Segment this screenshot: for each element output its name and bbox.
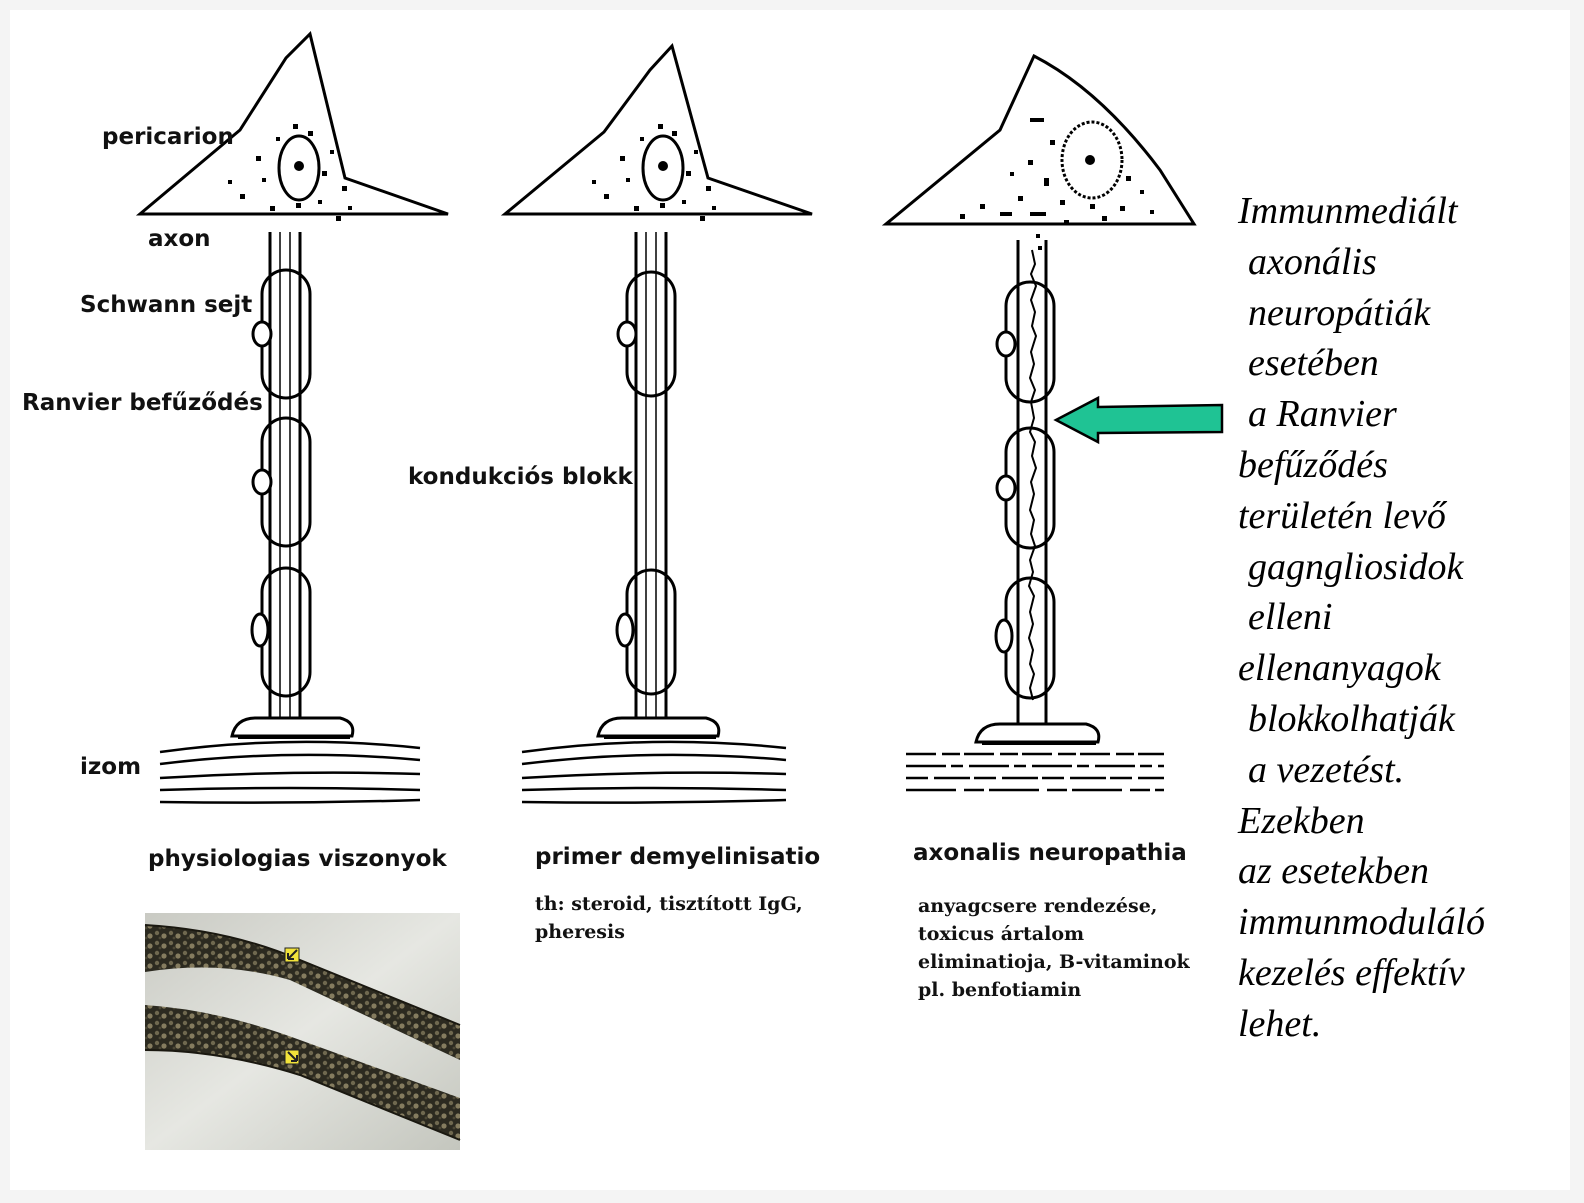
- therapy-demyelination: th: steroid, tisztított IgG, pheresis: [535, 890, 803, 946]
- label-pericarion: pericarion: [102, 124, 234, 150]
- explanation-line: lehet.: [1238, 999, 1558, 1050]
- caption-physiologic: physiologias viszonyok: [148, 846, 447, 872]
- explanation-line: befűződés: [1238, 440, 1558, 491]
- therapy-line: pheresis: [535, 918, 803, 946]
- arrow-icon: [1056, 398, 1222, 442]
- explanation-line: blokkolhatják: [1238, 694, 1558, 745]
- explanation-line: a vezetést.: [1238, 745, 1558, 796]
- therapy-axonal: anyagcsere rendezése, toxicus ártalom el…: [918, 892, 1190, 1004]
- explanation-line: kezelés effektív: [1238, 948, 1558, 999]
- explanation-line: az esetekben: [1238, 846, 1558, 897]
- therapy-line: pl. benfotiamin: [918, 976, 1190, 1004]
- label-axon: axon: [148, 226, 211, 252]
- caption-axonal: axonalis neuropathia: [913, 840, 1187, 866]
- neuron-demyelinated: [505, 46, 812, 803]
- label-schwann: Schwann sejt: [80, 292, 252, 318]
- caption-demyelination: primer demyelinisatio: [535, 844, 820, 870]
- explanation-line: esetében: [1238, 338, 1558, 389]
- explanation-line: axonális: [1238, 237, 1558, 288]
- nerve-fiber-micrograph: [145, 913, 460, 1150]
- explanation-line: Ezekben: [1238, 796, 1558, 847]
- therapy-line: th: steroid, tisztított IgG,: [535, 890, 803, 918]
- therapy-line: anyagcsere rendezése,: [918, 892, 1190, 920]
- label-izom: izom: [80, 754, 141, 780]
- explanation-line: Immunmediált: [1238, 186, 1558, 237]
- label-conduction-block: kondukciós blokk: [408, 464, 633, 490]
- explanation-line: neuropátiák: [1238, 288, 1558, 339]
- explanation-line: immunmoduláló: [1238, 897, 1558, 948]
- explanation-line: ellenanyagok: [1238, 643, 1558, 694]
- explanation-line: területén levő: [1238, 491, 1558, 542]
- explanation-line: gagngliosidok: [1238, 542, 1558, 593]
- therapy-line: eliminatioja, B-vitaminok: [918, 948, 1190, 976]
- label-ranvier: Ranvier befűződés: [22, 390, 263, 416]
- explanation-line: a Ranvier: [1238, 389, 1558, 440]
- explanation-line: elleni: [1238, 592, 1558, 643]
- therapy-line: toxicus ártalom: [918, 920, 1190, 948]
